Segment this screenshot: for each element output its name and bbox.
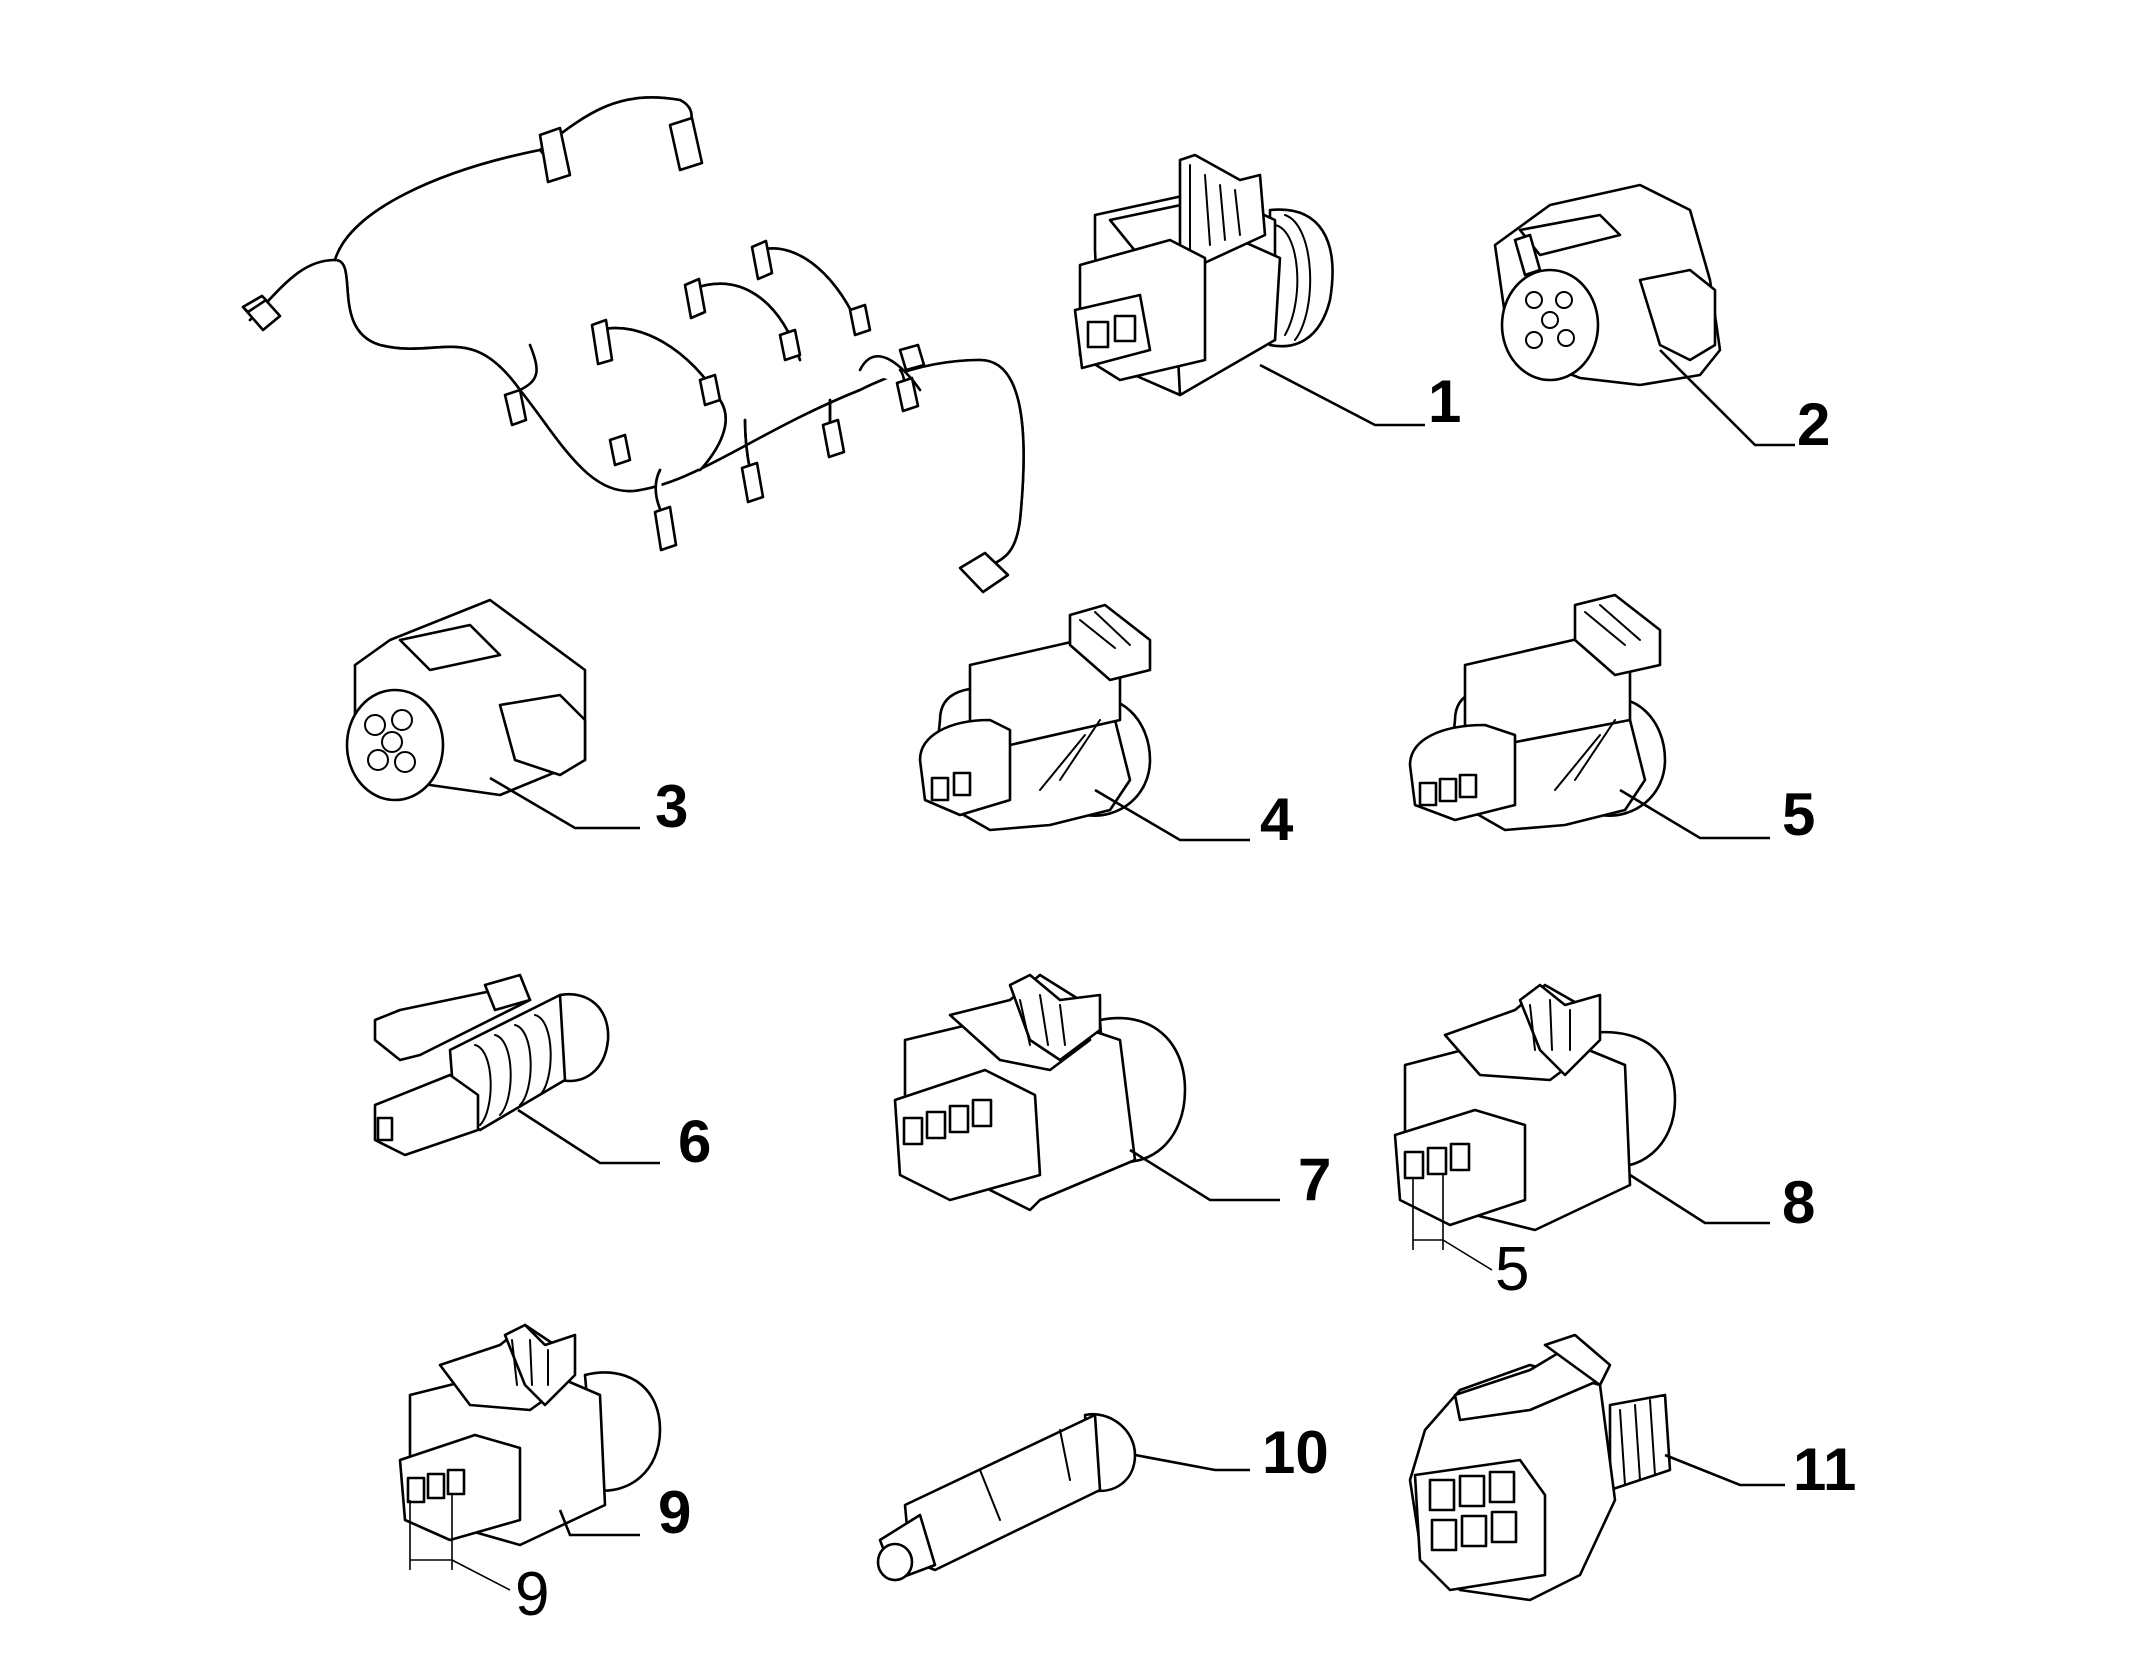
callout-3: 3 bbox=[655, 773, 688, 840]
connector-part-2 bbox=[1493, 183, 1722, 387]
callout-8: 8 bbox=[1782, 1169, 1815, 1236]
connector-part-9 bbox=[398, 1323, 662, 1547]
connector-part-11 bbox=[1408, 1333, 1672, 1602]
callout-11: 11 bbox=[1793, 1436, 1856, 1503]
callout-4: 4 bbox=[1260, 786, 1294, 853]
callout-6: 6 bbox=[678, 1108, 711, 1175]
connector-part-7 bbox=[893, 973, 1187, 1212]
connector-part-3 bbox=[345, 598, 587, 802]
connector-part-5 bbox=[1408, 593, 1667, 832]
connector-part-4 bbox=[918, 603, 1152, 832]
leader-lines bbox=[489, 349, 1795, 1537]
callout-10: 10 bbox=[1262, 1419, 1329, 1486]
dimension-label-8: 5 bbox=[1495, 1235, 1529, 1304]
callout-7: 7 bbox=[1298, 1146, 1331, 1213]
dimension-marks bbox=[409, 1174, 1493, 1591]
connector-part-1 bbox=[1073, 153, 1334, 397]
callout-9: 9 bbox=[658, 1479, 691, 1546]
callout-1: 1 bbox=[1428, 368, 1461, 435]
connector-part-8 bbox=[1393, 983, 1677, 1232]
callout-labels: 1 2 3 4 5 6 7 8 9 10 11 5 9 bbox=[515, 368, 1856, 1629]
connector-part-10 bbox=[876, 1412, 1137, 1582]
callout-5: 5 bbox=[1782, 781, 1815, 848]
dimension-label-9: 9 bbox=[515, 1560, 549, 1629]
connector-part-6 bbox=[373, 973, 610, 1157]
callout-2: 2 bbox=[1797, 391, 1830, 458]
wiring-harness bbox=[241, 96, 1025, 594]
